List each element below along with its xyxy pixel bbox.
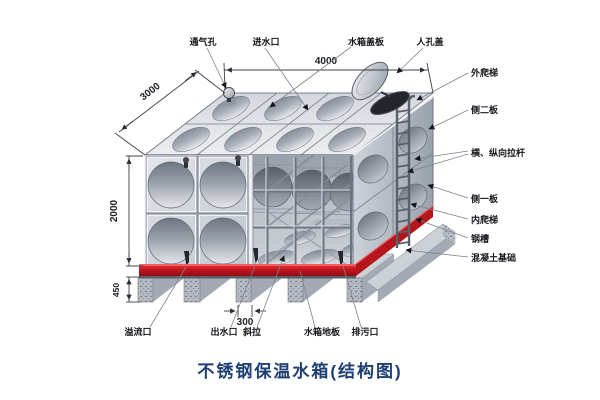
label-internal-ladder: 内爬梯	[471, 214, 498, 225]
dim-height: 2000	[109, 199, 120, 222]
callout-labels: 通气孔 进水口 水箱盖板 人孔盖 外爬梯 侧二板 横、纵向拉杆 侧一板 内爬梯 …	[124, 36, 525, 337]
longitudinal-tie-rods	[266, 155, 353, 264]
diagram-title: 不锈钢保温水箱(结构图)	[197, 362, 403, 381]
dimension-2000: 2000	[109, 155, 143, 267]
dimension-300: 300	[224, 305, 266, 328]
manhole	[351, 61, 410, 115]
label-concrete-foundation: 混凝土基础	[471, 252, 516, 263]
dim-depth: 3000	[138, 81, 163, 104]
label-external-ladder: 外爬梯	[470, 67, 498, 78]
label-manhole-cover: 人孔盖	[415, 36, 443, 47]
label-drain-outlet: 排污口	[351, 326, 378, 337]
steel-channel-front	[139, 264, 356, 276]
tank-top-face	[143, 92, 435, 156]
pipe-stubs	[184, 248, 343, 266]
manhole-lid	[351, 61, 389, 101]
diagonal-braces	[254, 201, 351, 268]
pier-fronts	[137, 277, 363, 303]
steel-channel-right	[356, 206, 433, 276]
right-face-dishes	[357, 126, 428, 241]
cut-edge	[249, 155, 253, 270]
panel-bolt-pins	[183, 155, 241, 168]
overflow-stub	[184, 251, 189, 266]
tank-front-panels	[144, 155, 249, 270]
leader-lines	[149, 46, 469, 328]
label-water-outlet: 出水口	[210, 326, 237, 337]
label-side-panel-2: 侧二板	[471, 104, 499, 115]
label-floor-plate: 水箱地板	[304, 326, 341, 337]
dim-width: 4000	[315, 56, 338, 67]
label-overflow-outlet: 溢流口	[124, 326, 151, 337]
foundation-beam-right	[365, 223, 456, 303]
dim-pier-width: 300	[237, 317, 254, 328]
tie-rod-grid	[250, 157, 352, 268]
dimension-4000: 4000	[223, 56, 434, 94]
steel-channel-beams	[139, 205, 434, 279]
top-cover-dishes	[172, 96, 366, 152]
drain-stub	[338, 251, 343, 266]
front-panel-dishes	[147, 161, 247, 265]
vent-cap	[222, 87, 236, 106]
label-side-panel-1: 侧一板	[471, 193, 499, 204]
dim-base-height: 450	[111, 283, 121, 297]
tank-right-face	[352, 96, 434, 271]
label-water-inlet: 进水口	[252, 36, 279, 47]
outlet-stub	[253, 248, 258, 263]
label-tank-cover-plate: 水箱盖板	[348, 36, 385, 47]
dimension-450: 450	[111, 276, 140, 303]
label-steel-channel: 钢槽	[471, 233, 489, 244]
label-tie-rods: 横、纵向拉杆	[471, 147, 525, 158]
label-diagonal-brace: 斜拉	[242, 326, 261, 337]
label-vent-hole: 通气孔	[189, 36, 216, 47]
cutaway-interior	[249, 155, 353, 270]
